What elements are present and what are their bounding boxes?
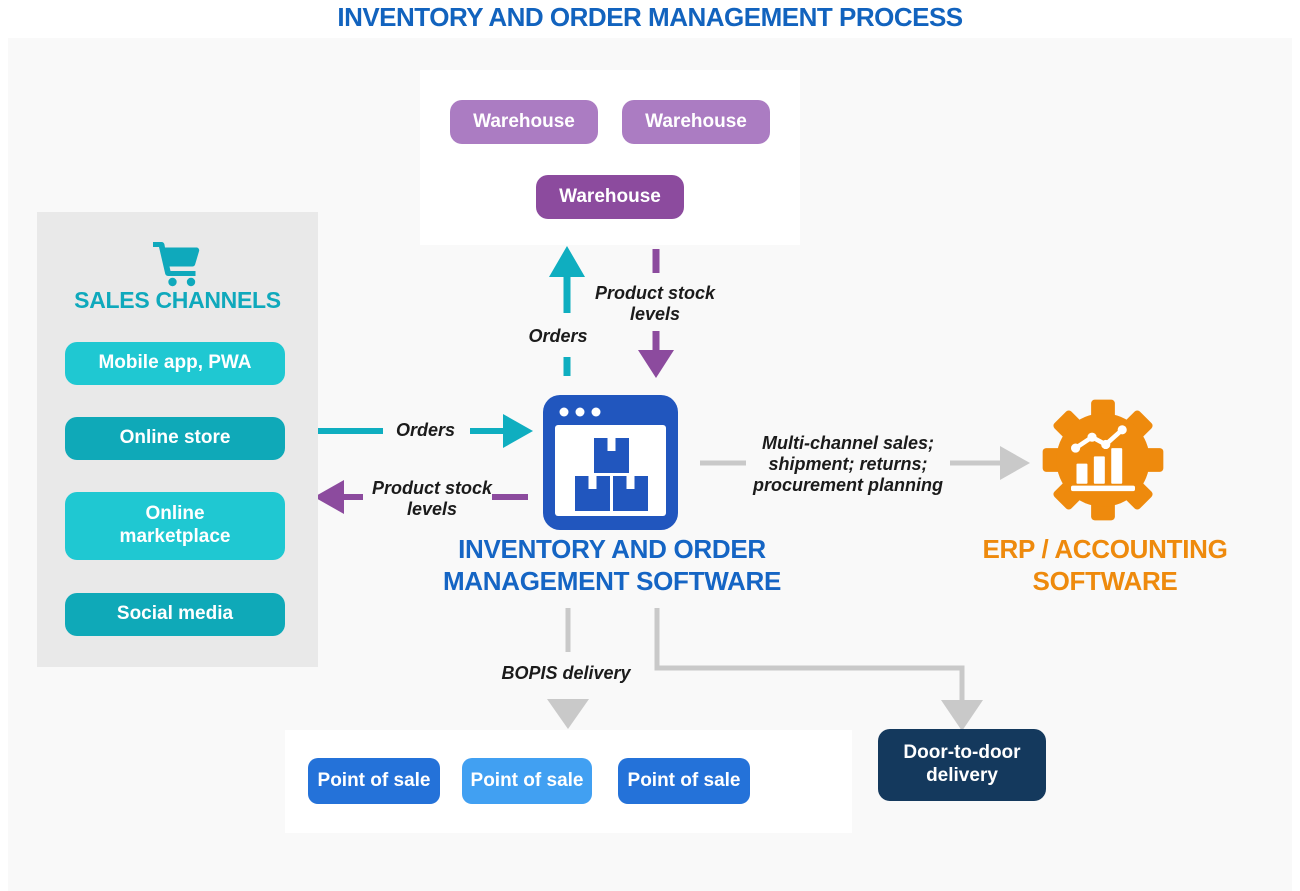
sales-channel-social-media: Social media	[65, 593, 285, 636]
warehouse-node: Warehouse	[450, 100, 598, 144]
flow-label-stock-down: Product stock levels	[594, 283, 716, 325]
flow-label-to-erp: Multi-channel sales; shipment; returns; …	[738, 433, 958, 497]
sales-channel-online-marketplace: Online marketplace	[65, 492, 285, 560]
pos-node-highlighted: Point of sale	[462, 758, 592, 804]
sales-channel-online-store: Online store	[65, 417, 285, 460]
flow-label-orders-up: Orders	[528, 326, 588, 346]
pos-node: Point of sale	[618, 758, 750, 804]
sales-channel-mobile-app: Mobile app, PWA	[65, 342, 285, 385]
sales-channels-heading: SALES CHANNELS	[74, 287, 281, 313]
software-label: INVENTORY AND ORDER MANAGEMENT SOFTWARE	[442, 534, 782, 596]
warehouse-node-main: Warehouse	[536, 175, 684, 219]
flow-label-to-erp-line3: procurement planning	[752, 475, 943, 496]
shopping-cart-icon	[153, 242, 200, 287]
warehouse-node: Warehouse	[622, 100, 770, 144]
inventory-window-icon	[543, 395, 678, 530]
flow-label-to-erp-line2: shipment; returns;	[768, 454, 928, 475]
flow-label-to-erp-line1: Multi-channel sales;	[761, 433, 935, 453]
pos-node: Point of sale	[308, 758, 440, 804]
flow-label-bopis: BOPIS delivery	[501, 663, 631, 683]
flow-label-stock-left: Product stock levels	[371, 478, 493, 520]
page-title: INVENTORY AND ORDER MANAGEMENT PROCESS	[337, 2, 963, 32]
erp-label: ERP / ACCOUNTING SOFTWARE	[982, 534, 1228, 596]
flow-label-orders-right: Orders	[395, 420, 456, 440]
door-to-door-node: Door-to-door delivery	[878, 729, 1046, 801]
gear-chart-icon	[1042, 399, 1164, 521]
